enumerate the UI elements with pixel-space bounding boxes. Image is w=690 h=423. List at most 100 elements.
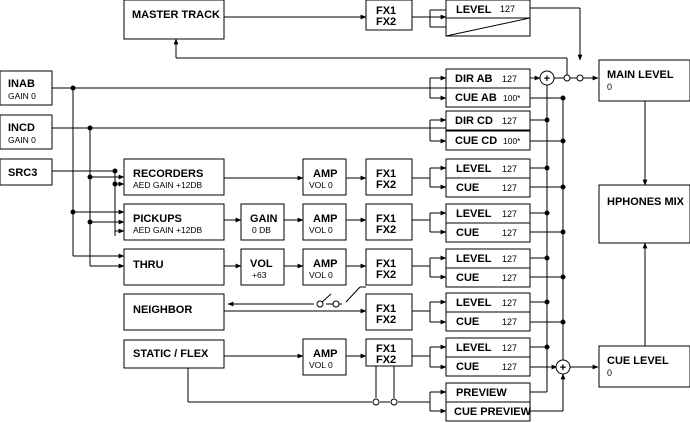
recorders-block[interactable]: RECORDERS AED GAIN +12DB	[123, 158, 225, 196]
svg-text:127: 127	[502, 317, 517, 327]
svg-text:LEVEL: LEVEL	[456, 342, 492, 354]
cue-send-recorders[interactable]: CUE 127	[445, 177, 531, 198]
svg-text:PREVIEW: PREVIEW	[456, 387, 507, 399]
input-incd[interactable]: INCD GAIN 0	[0, 114, 53, 150]
svg-text:CUE CD: CUE CD	[455, 135, 497, 147]
svg-text:CUE AB: CUE AB	[455, 92, 497, 104]
dir-cd-send[interactable]: DIR CD 127	[445, 110, 531, 131]
fx-block-thru[interactable]: FX1 FX2	[365, 248, 413, 286]
pickups-block[interactable]: PICKUPS AED GAIN +12DB	[123, 203, 225, 241]
dir-ab-send[interactable]: DIR AB 127	[445, 68, 531, 89]
svg-text:AED GAIN +12DB: AED GAIN +12DB	[133, 180, 203, 190]
master-track-block[interactable]: MASTER TRACK	[123, 0, 225, 40]
vol-block-thru[interactable]: VOL +63	[240, 248, 285, 286]
svg-text:DIR CD: DIR CD	[455, 115, 493, 127]
svg-text:127: 127	[502, 343, 517, 353]
svg-text:127: 127	[502, 74, 517, 84]
svg-text:127: 127	[502, 209, 517, 219]
input-inab[interactable]: INAB GAIN 0	[0, 70, 53, 106]
fx-block-master[interactable]: FX1 FX2	[365, 0, 413, 31]
svg-text:FX1: FX1	[376, 343, 396, 355]
fx-block-static[interactable]: FX1 FX2	[365, 338, 413, 367]
cue-send-neighbor[interactable]: CUE 127	[445, 311, 531, 332]
svg-text:VOL 0: VOL 0	[309, 225, 333, 235]
cue-send-pickups[interactable]: CUE 127	[445, 222, 531, 243]
svg-text:VOL 0: VOL 0	[309, 180, 333, 190]
svg-text:FX2: FX2	[376, 179, 396, 191]
junction-dots	[70, 85, 566, 350]
main-level-output[interactable]: MAIN LEVEL 0	[598, 59, 690, 102]
svg-text:AMP: AMP	[313, 168, 337, 180]
svg-text:VOL: VOL	[250, 258, 273, 270]
fx-block-neighbor[interactable]: FX1 FX2	[365, 293, 413, 331]
svg-text:CUE: CUE	[456, 272, 479, 284]
level-send-thru[interactable]: LEVEL 127	[445, 248, 531, 269]
svg-text:0: 0	[607, 82, 612, 92]
gain-block-pickups[interactable]: GAIN 0 DB	[240, 203, 285, 241]
input-src3[interactable]: SRC3	[0, 158, 53, 186]
svg-text:FX2: FX2	[376, 354, 396, 366]
svg-text:LEVEL: LEVEL	[456, 163, 492, 175]
svg-text:+: +	[544, 73, 550, 85]
svg-text:127: 127	[502, 298, 517, 308]
svg-text:NEIGHBOR: NEIGHBOR	[133, 304, 192, 316]
svg-text:RECORDERS: RECORDERS	[133, 168, 203, 180]
svg-text:CUE LEVEL: CUE LEVEL	[607, 355, 669, 367]
svg-text:MASTER TRACK: MASTER TRACK	[132, 9, 220, 21]
svg-text:FX1: FX1	[376, 258, 396, 270]
svg-text:THRU: THRU	[133, 259, 164, 271]
svg-text:FX2: FX2	[376, 224, 396, 236]
svg-text:127: 127	[502, 116, 517, 126]
svg-text:127: 127	[502, 183, 517, 193]
svg-text:AMP: AMP	[313, 348, 337, 360]
svg-text:CUE: CUE	[456, 361, 479, 373]
static-flex-block[interactable]: STATIC / FLEX	[123, 339, 225, 369]
cue-send-thru[interactable]: CUE 127	[445, 267, 531, 288]
svg-text:FX2: FX2	[376, 314, 396, 326]
cue-send-static[interactable]: CUE 127	[445, 356, 531, 377]
svg-text:FX1: FX1	[376, 168, 396, 180]
fx-block-pickups[interactable]: FX1 FX2	[365, 203, 413, 241]
preview-send[interactable]: PREVIEW	[445, 382, 531, 403]
svg-text:LEVEL: LEVEL	[456, 253, 492, 265]
level-send-neighbor[interactable]: LEVEL 127	[445, 292, 531, 313]
sum-node-cue: +	[555, 359, 571, 375]
svg-text:127: 127	[502, 362, 517, 372]
cue-level-output[interactable]: CUE LEVEL 0	[598, 345, 690, 388]
svg-text:+: +	[560, 362, 566, 374]
svg-text:FX1: FX1	[376, 5, 396, 17]
svg-text:AMP: AMP	[313, 213, 337, 225]
cue-cd-send[interactable]: CUE CD 100*	[445, 130, 531, 151]
svg-text:GAIN 0: GAIN 0	[8, 91, 36, 101]
amp-block-static[interactable]: AMP VOL 0	[302, 338, 347, 376]
switch-contacts	[316, 74, 584, 406]
svg-text:VOL 0: VOL 0	[309, 360, 333, 370]
svg-text:0 DB: 0 DB	[252, 225, 271, 235]
amp-block-pickups[interactable]: AMP VOL 0	[302, 203, 347, 241]
thru-block[interactable]: THRU	[123, 248, 225, 286]
cue-ab-send[interactable]: CUE AB 100*	[445, 87, 531, 108]
svg-text:100*: 100*	[503, 136, 521, 146]
svg-text:GAIN: GAIN	[250, 213, 278, 225]
svg-text:PICKUPS: PICKUPS	[133, 213, 182, 225]
svg-text:AMP: AMP	[313, 258, 337, 270]
svg-text:INAB: INAB	[8, 78, 35, 90]
svg-text:LEVEL: LEVEL	[456, 208, 492, 220]
neighbor-block[interactable]: NEIGHBOR	[123, 293, 225, 331]
svg-text:MAIN LEVEL: MAIN LEVEL	[607, 69, 674, 81]
fx-block-recorders[interactable]: FX1 FX2	[365, 158, 413, 196]
amp-block-thru[interactable]: AMP VOL 0	[302, 248, 347, 286]
level-send-recorders[interactable]: LEVEL 127	[445, 158, 531, 179]
cue-preview-send[interactable]: CUE PREVIEW	[445, 401, 532, 422]
level-send-pickups[interactable]: LEVEL 127	[445, 203, 531, 224]
svg-text:100*: 100*	[503, 93, 521, 103]
svg-text:VOL 0: VOL 0	[309, 270, 333, 280]
svg-text:CUE PREVIEW: CUE PREVIEW	[454, 406, 532, 418]
hphones-mix-output[interactable]: HPHONES MIX	[598, 184, 690, 244]
svg-text:LEVEL: LEVEL	[456, 297, 492, 309]
svg-text:GAIN 0: GAIN 0	[8, 135, 36, 145]
amp-block-recorders[interactable]: AMP VOL 0	[302, 158, 347, 196]
level-send-static[interactable]: LEVEL 127	[445, 337, 531, 358]
master-level-send[interactable]: LEVEL 127	[445, 0, 531, 37]
